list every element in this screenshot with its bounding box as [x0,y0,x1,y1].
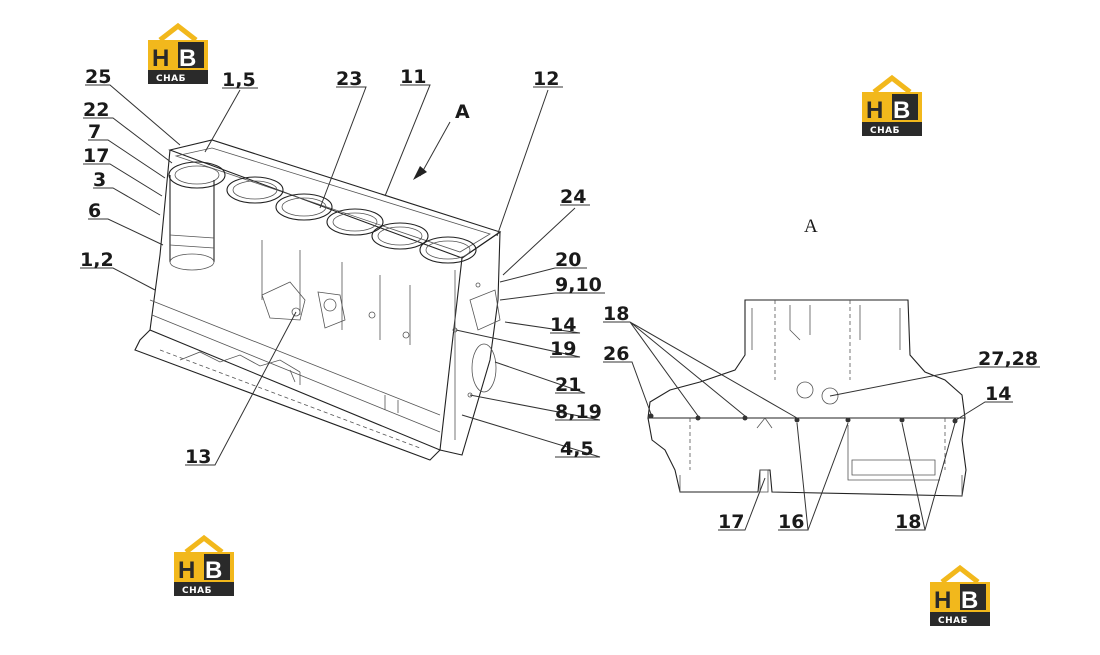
callout-26: 26 [603,343,629,365]
leader-lines-left [80,84,605,466]
logo-top-left: H СНАБ B [148,26,208,84]
logo-letter-b: B [893,97,910,124]
callout-1-5: 1,5 [222,69,256,91]
logo-caption: СНАБ [870,126,900,136]
callout-19: 19 [550,338,576,360]
callout-17-right: 17 [718,511,744,533]
callout-14-right: 14 [985,383,1011,405]
callout-14: 14 [550,314,576,336]
callout-22: 22 [83,99,109,121]
logo-letter-h: H [866,97,883,124]
callouts-left: 25 1,5 23 11 12 A 22 7 17 3 6 1,2 24 20 … [80,66,602,468]
logo-letter-h: H [152,45,169,72]
callout-20: 20 [555,249,581,271]
callout-9-10: 9,10 [555,274,602,296]
callout-16: 16 [778,511,804,533]
logo-letter-h: H [178,557,195,584]
callout-12: 12 [533,68,559,90]
callout-7: 7 [88,121,101,143]
callout-18-top: 18 [603,303,629,325]
callout-11: 11 [400,66,426,88]
logo-bottom-right: H СНАБ B [930,568,990,626]
logo-letter-b: B [961,587,978,614]
callout-24: 24 [560,186,586,208]
view-a-drawing [647,299,967,497]
callout-3: 3 [93,169,106,191]
logo-top-right: H СНАБ B [862,78,922,136]
callout-6: 6 [88,200,101,222]
logo-letter-b: B [179,45,196,72]
callout-18-bottom: 18 [895,511,921,533]
view-marker-a: A [804,216,818,237]
callout-23: 23 [336,68,362,90]
callout-25: 25 [85,66,111,88]
callout-13: 13 [185,446,211,468]
callout-8-19: 8,19 [555,401,602,423]
logo-letter-h: H [934,587,951,614]
logo-letter-b: B [205,557,222,584]
engine-block-drawing [134,139,502,461]
cylinder-bores [168,161,477,264]
logo-caption: СНАБ [156,74,186,84]
callout-1-2: 1,2 [80,249,114,271]
callout-27-28: 27,28 [978,348,1038,370]
callout-17: 17 [83,145,109,167]
logo-caption: СНАБ [938,616,968,626]
callout-4-5: 4,5 [560,438,594,460]
logo-caption: СНАБ [182,586,212,596]
callouts-right: 18 26 27,28 14 17 16 18 [603,303,1038,533]
leader-lines-right [603,321,1040,531]
callout-21: 21 [555,374,581,396]
logo-bottom-left: H СНАБ B [174,538,234,596]
view-label-a: A [455,101,470,123]
